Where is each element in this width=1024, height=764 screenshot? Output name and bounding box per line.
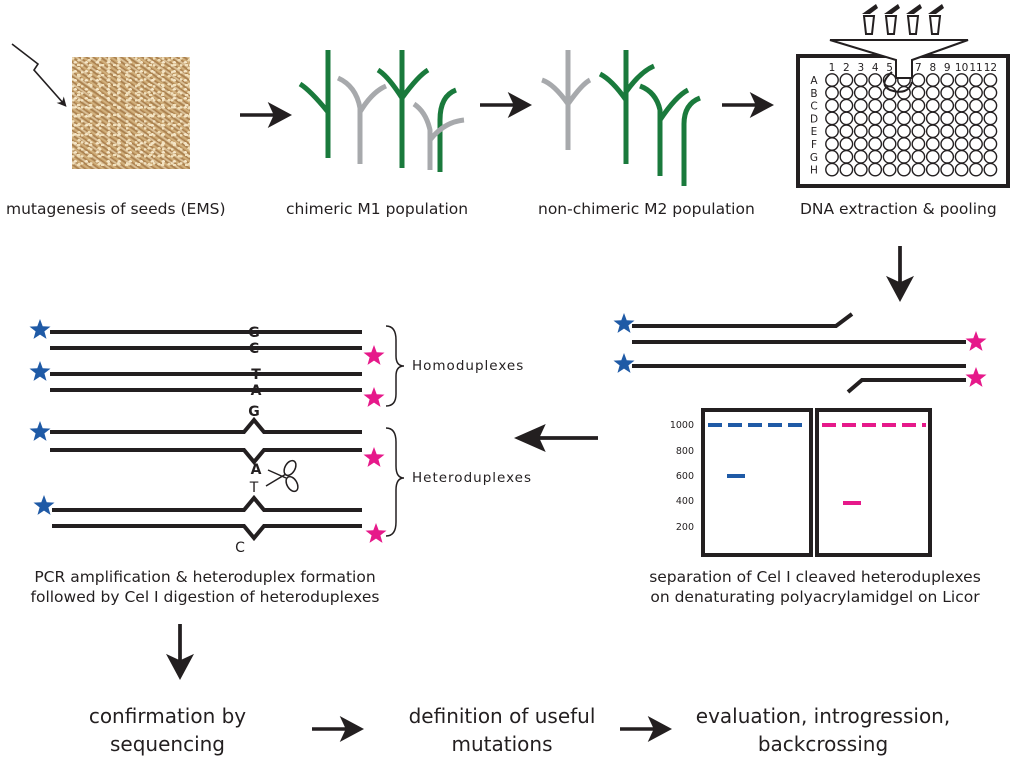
arrow-right-bottom-2 [620,716,672,742]
base-letter: C [249,341,259,357]
mutagen-bolt-icon [11,43,67,107]
homoduplexes-label: Homoduplexes [412,358,525,374]
plate-well [969,162,983,177]
plate-row-label: F [811,139,817,151]
plate-row-label: C [810,101,817,113]
label-star-icon [29,421,51,441]
plate-row-label: B [810,88,817,100]
plate-well [853,162,868,177]
step-dna-extraction: DNA extraction & pooling [800,200,997,218]
label-star-icon [613,313,635,333]
gel-size-marker: 800 [676,446,694,457]
gel-size-marker: 1000 [670,420,694,431]
plate-column-label: 5 [886,62,893,74]
plate-column-label: 4 [872,62,879,74]
plate-column-label: 7 [915,62,922,74]
plate-well [954,162,969,177]
evaluation-line1: evaluation, introgression, [695,704,951,728]
cleaved-duplex-strands [632,312,966,394]
base-letter: C [235,540,245,556]
confirmation-line2: sequencing [110,732,225,756]
label-star-icon [33,495,55,515]
separation-caption-line2: on denaturating polyacrylamidgel on Lico… [650,588,980,606]
plate-well [825,162,839,177]
separation-caption-line1: separation of Cel I cleaved heteroduplex… [649,568,981,586]
base-letter: T [251,367,261,383]
label-star-icon [363,387,385,407]
label-star-icon [965,367,987,387]
plate-well [868,162,883,177]
label-star-icon [613,353,635,373]
step-mutagenesis: mutagenesis of seeds (EMS) [6,200,226,218]
plate-row-label: G [810,152,818,164]
plate-column-label: 12 [984,62,997,74]
label-star-icon [965,331,987,351]
step-definition: definition of useful mutations [392,702,612,758]
plate-well [940,162,955,177]
plate-column-label: 3 [857,62,864,74]
plate-well [882,162,897,177]
plate-well [897,162,911,177]
arrow-right-bottom-1 [312,716,364,742]
label-star-icon [29,319,51,339]
step-evaluation: evaluation, introgression, backcrossing [688,702,958,758]
plate-well [925,162,940,177]
base-letter: G [248,404,260,420]
plate-column-label: 8 [929,62,936,74]
arrow-down-right [886,246,914,302]
plate-row-label: H [810,165,818,177]
label-star-icon [29,361,51,381]
plate-row-label: A [810,75,818,87]
base-letter: T [249,480,259,496]
scissors-icon [265,459,299,493]
base-letter: A [251,462,262,478]
plate-column-label: 11 [969,62,982,74]
arrow-right-1 [240,102,292,128]
plate-well [911,162,926,177]
base-letter: A [251,383,262,399]
plate-column-label: 2 [843,62,850,74]
brace-homoduplexes [385,325,405,407]
arrow-right-2 [480,92,532,118]
gel-size-marker: 200 [676,522,694,533]
step-confirmation: confirmation by sequencing [60,702,275,758]
label-star-icon [365,523,387,543]
arrow-left-middle [514,424,598,452]
heteroduplexes-label: Heteroduplexes [412,470,532,486]
plate-column-label: 9 [944,62,951,74]
arrow-right-3 [722,92,774,118]
plate-column-label: 10 [955,62,968,74]
plate-well [983,162,998,177]
gel-size-marker: 400 [676,496,694,507]
plate-row-label: D [810,113,818,125]
evaluation-line2: backcrossing [757,732,889,756]
arrow-down-left [166,624,194,680]
label-star-icon [363,447,385,467]
plate-row-label: E [811,126,818,138]
m1-plants-icon [298,50,465,172]
m2-plants-icon [541,50,702,186]
pcr-caption-line1: PCR amplification & heteroduplex formati… [34,568,376,586]
step-m2-population: non-chimeric M2 population [538,200,755,218]
plate-well [839,162,854,177]
gel-image: 1000 800 600 400 200 [670,408,932,557]
gel-size-marker: 600 [676,471,694,482]
label-star-icon [363,345,385,365]
seeds-photo [72,57,190,169]
brace-heteroduplexes [385,427,405,537]
definition-line1: definition of useful [408,704,596,728]
duplex-strands [50,330,362,542]
step-m1-population: chimeric M1 population [286,200,469,218]
plate-column-label: 1 [829,62,836,74]
definition-line2: mutations [451,732,553,756]
base-letter: G [248,325,260,341]
pcr-caption-line2: followed by Cel I digestion of heterodup… [30,588,380,606]
confirmation-line1: confirmation by [88,704,247,728]
